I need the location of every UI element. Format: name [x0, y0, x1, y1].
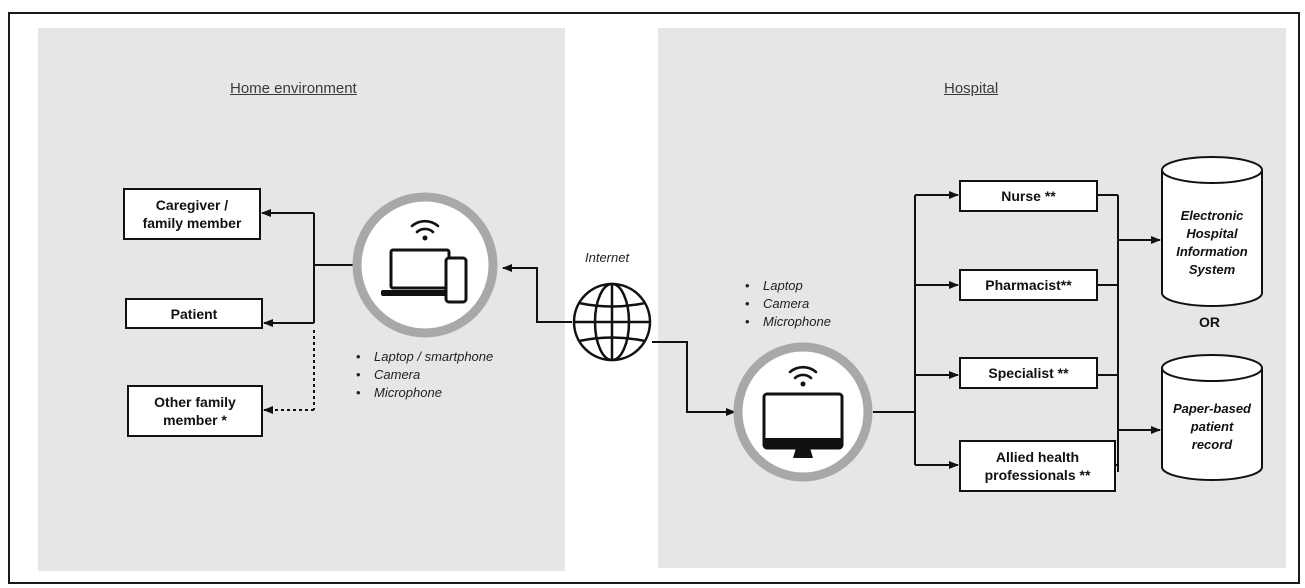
allied-health-box: Allied health professionals **: [959, 440, 1116, 492]
pharmacist-box: Pharmacist**: [959, 269, 1098, 301]
electronic-record-cylinder: [1161, 156, 1263, 307]
other-family-label: Other family member *: [154, 394, 236, 428]
hospital-device-list: Laptop Camera Microphone: [745, 277, 831, 331]
home-device-icon-group: [352, 192, 498, 338]
specialist-box: Specialist **: [959, 357, 1098, 389]
home-environment-title: Home environment: [230, 80, 357, 97]
wifi-icon: [410, 219, 440, 241]
caregiver-box: Caregiver / family member: [123, 188, 261, 240]
patient-box: Patient: [125, 298, 263, 329]
arrow-internet-to-home-device: [502, 264, 572, 323]
smartphone-icon: [444, 256, 468, 304]
hospital-device-item: Laptop: [745, 277, 831, 295]
monitor-icon: [762, 392, 844, 458]
nurse-box: Nurse **: [959, 180, 1098, 212]
internet-label: Internet: [585, 250, 630, 265]
specialist-label: Specialist **: [988, 365, 1069, 381]
patient-label: Patient: [170, 305, 218, 322]
hospital-device-item: Microphone: [745, 313, 831, 331]
caregiver-label: Caregiver / family member: [142, 197, 242, 231]
paper-record-cylinder: [1161, 354, 1263, 481]
hospital-device-item: Camera: [745, 295, 831, 313]
wifi-icon: [788, 365, 818, 387]
other-family-box: Other family member *: [127, 385, 263, 437]
hospital-title: Hospital: [944, 80, 999, 97]
home-device-item: Laptop / smartphone: [356, 348, 493, 366]
arrow-internet-to-hospital-device: [652, 341, 736, 416]
home-device-item: Camera: [356, 366, 493, 384]
or-label: OR: [1199, 314, 1220, 330]
nurse-label: Nurse **: [1001, 188, 1056, 204]
home-device-item: Microphone: [356, 384, 493, 402]
pharmacist-label: Pharmacist**: [985, 277, 1072, 293]
globe-icon: [572, 282, 652, 362]
home-device-list: Laptop / smartphone Camera Microphone: [356, 348, 493, 402]
electronic-record-label: Electronic Hospital Information System: [1176, 208, 1248, 277]
paper-record-label: Paper-based patient record: [1172, 401, 1252, 452]
allied-health-label: Allied health professionals **: [984, 449, 1091, 483]
hospital-device-icon-group: [733, 342, 873, 482]
